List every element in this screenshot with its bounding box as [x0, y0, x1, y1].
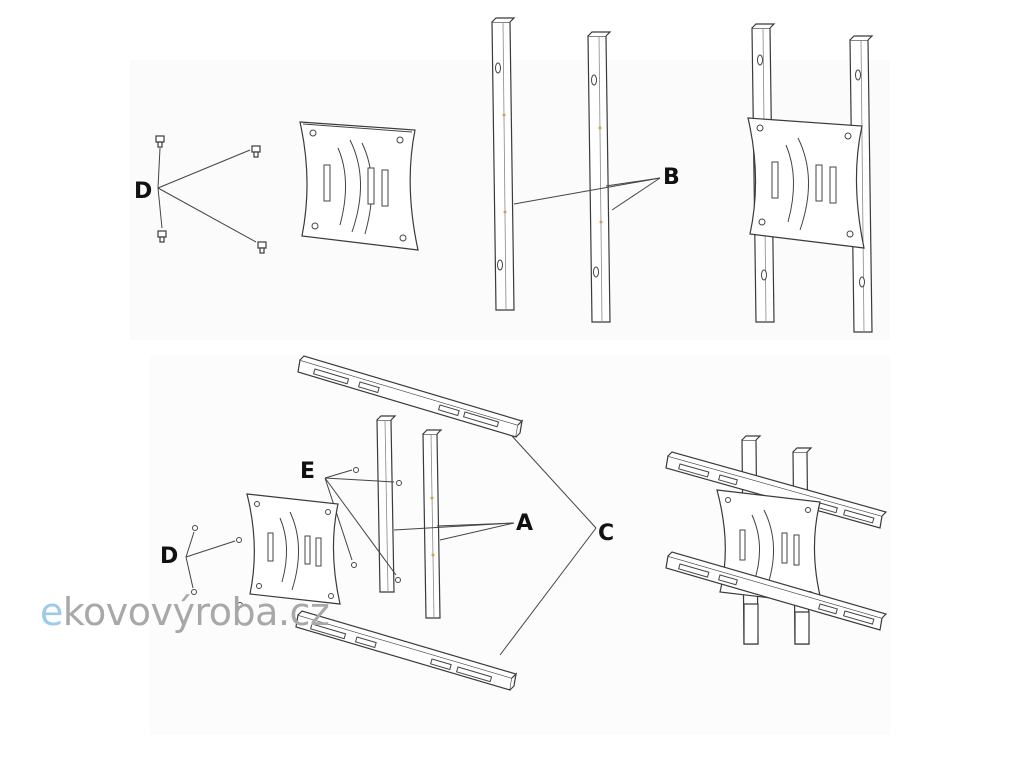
rail-b-right: [587, 31, 612, 323]
label-d-top: D: [134, 179, 153, 204]
leader-lines-a: [393, 522, 515, 541]
assembled-top: [747, 23, 874, 333]
label-c: C: [598, 521, 615, 546]
label-a: A: [516, 511, 534, 536]
watermark-text: kovovýroba.cz: [62, 590, 330, 634]
leader-lines-d-bottom: [185, 531, 236, 589]
rail-b-left: [491, 17, 516, 311]
label-d-bottom: D: [160, 544, 179, 569]
screws-d-bottom: [191, 525, 243, 608]
screws-d-top: [155, 135, 267, 254]
crossbar-c-bottom: [295, 610, 518, 691]
leader-lines-b: [513, 177, 661, 211]
leader-lines-c: [499, 435, 597, 656]
assembled-bottom: [665, 435, 888, 645]
screws-e: [351, 467, 402, 583]
watermark-e: e: [40, 590, 63, 634]
label-e: E: [300, 459, 316, 484]
vesa-plate-bottom: [246, 493, 341, 605]
rail-a-right: [422, 429, 443, 619]
leader-lines-d-top: [157, 147, 257, 243]
leader-lines-e: [324, 469, 397, 576]
label-b: B: [663, 165, 680, 190]
crossbar-c-top: [297, 355, 524, 438]
watermark-logo: ekovovýroba.cz: [40, 590, 330, 634]
vesa-plate-top: [299, 121, 419, 251]
